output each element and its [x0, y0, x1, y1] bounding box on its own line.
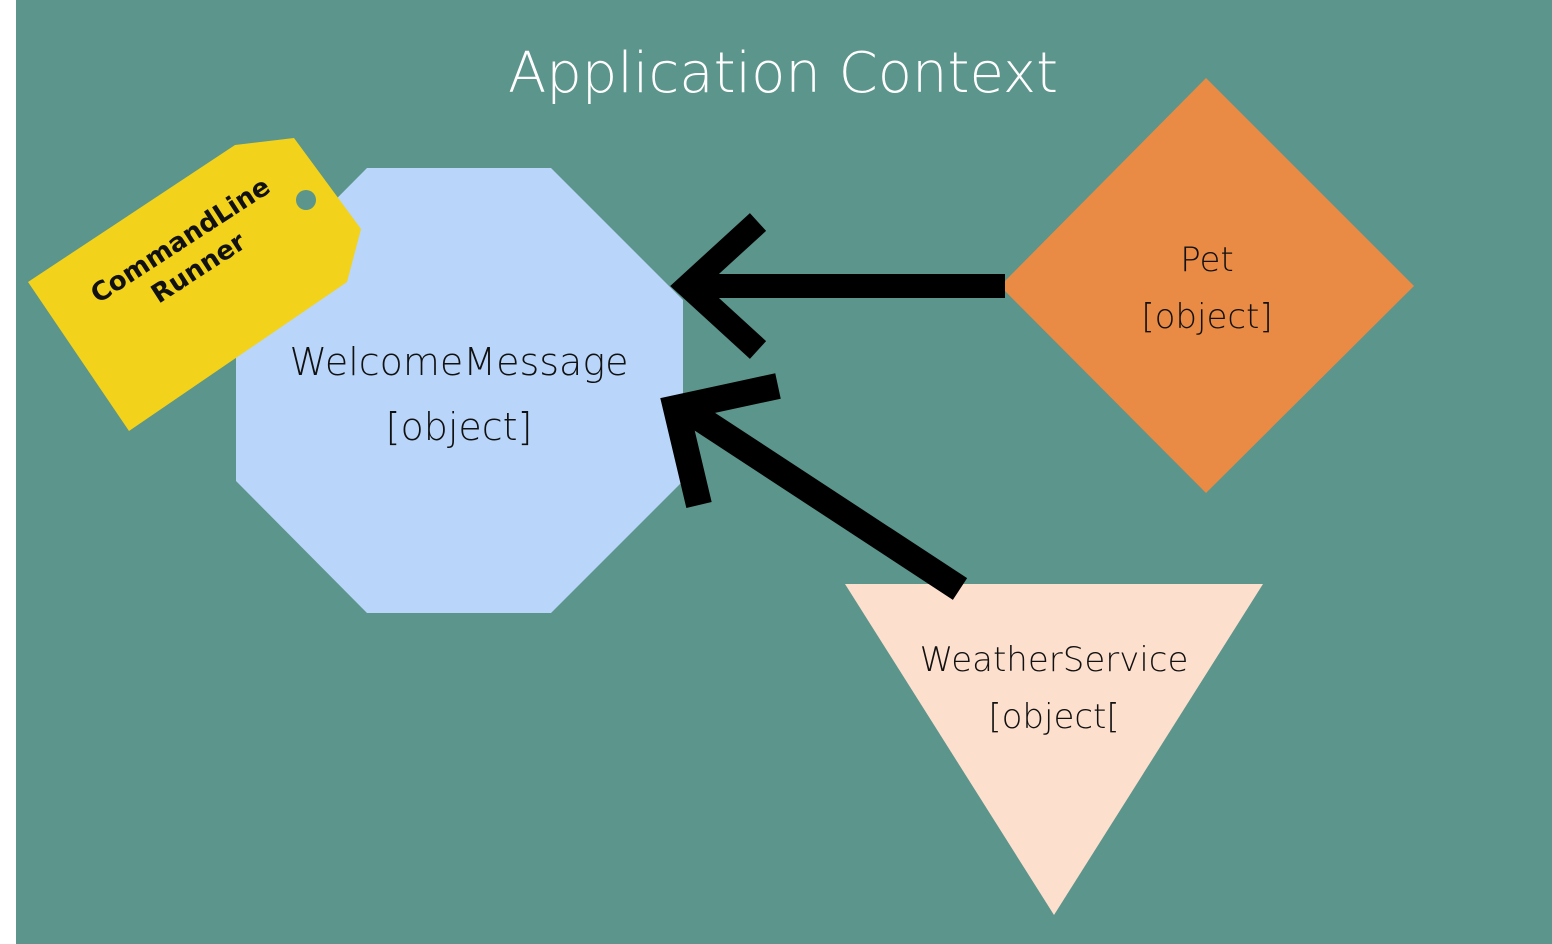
command-line-runner-tag: CommandLine Runner — [28, 138, 361, 431]
diagram-title: Application Context — [508, 41, 1058, 106]
weather-service-type: [object[ — [988, 697, 1119, 737]
edge-pet-to-welcome — [670, 213, 1005, 359]
welcome-message-node — [236, 168, 683, 613]
weather-service-name: WeatherService — [920, 640, 1189, 680]
tag-hole-icon — [296, 190, 316, 210]
welcome-message-type: [object] — [386, 405, 533, 449]
welcome-message-name: WelcomeMessage — [289, 340, 628, 384]
weather-service-node — [845, 584, 1263, 915]
pet-name: Pet — [1180, 240, 1234, 280]
edge-weather-to-welcome — [660, 373, 968, 600]
pet-type: [object] — [1141, 297, 1272, 337]
pet-node — [1000, 78, 1414, 493]
